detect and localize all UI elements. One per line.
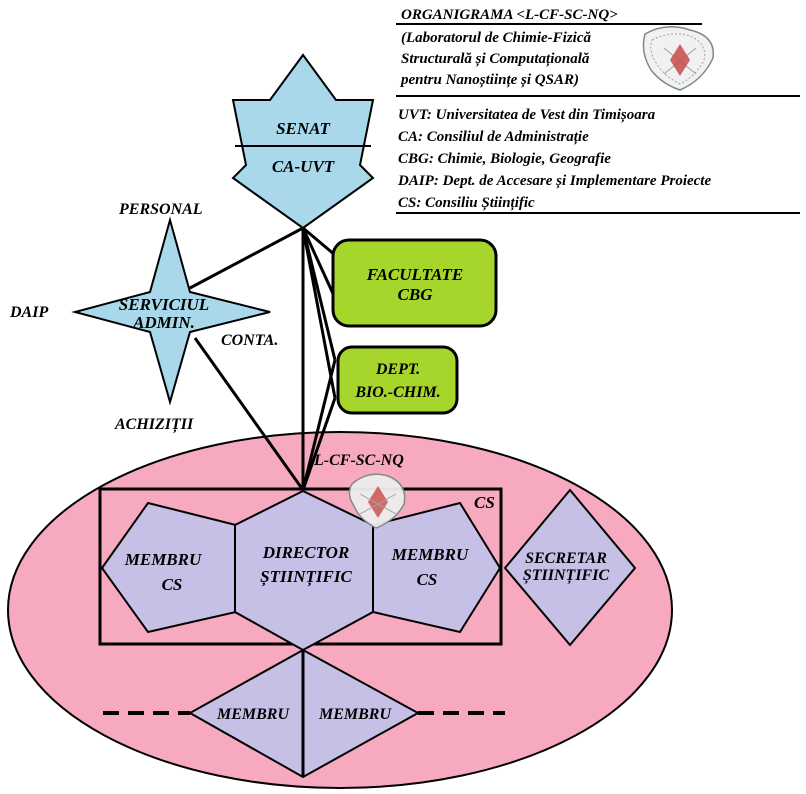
bottom-membru-row: MEMBRU MEMBRU [103, 648, 505, 779]
header-block: ORGANIGRAMA <L-CF-SC-NQ> (Laboratorul de… [396, 7, 800, 214]
header-subtitle-line-2: Structurală și Computațională [401, 51, 590, 67]
membru-left-label-line-2: CS [162, 575, 183, 594]
membru-left-label-line-1: MEMBRU [124, 550, 202, 569]
facultate-cbg-box: FACULTATE CBG [331, 238, 498, 328]
secretar-label-line-2: ȘTIINȚIFIC [523, 567, 610, 585]
ca-uvt-label: CA-UVT [272, 157, 335, 176]
header-subtitle-line-3: pentru Nanoștiințe și QSAR) [399, 72, 579, 88]
lab-emblem-icon [348, 473, 406, 529]
dept-bio-chim-box: DEPT. BIO.-CHIM. [336, 345, 459, 415]
director-label-line-2: ȘTIINȚIFIC [260, 567, 352, 587]
legend-daip: DAIP: Dept. de Accesare și Implementare … [397, 173, 711, 189]
dept-label-line-1: DEPT. [375, 361, 420, 378]
serviciul-admin-star: SERVICIUL ADMIN. [71, 216, 271, 406]
membru-bottom-right-label: MEMBRU [318, 706, 392, 723]
line-director-dept-b [301, 397, 337, 491]
secretar-stiintific-diamond: SECRETAR ȘTIINȚIFIC [503, 488, 637, 647]
header-title: ORGANIGRAMA <L-CF-SC-NQ> [401, 7, 618, 23]
membru-bottom-left-label: MEMBRU [216, 706, 290, 723]
membru-right-label-line-1: MEMBRU [391, 545, 469, 564]
facultate-label-line-1: FACULTATE [366, 265, 463, 284]
conta-label: CONTA. [221, 332, 278, 349]
header-subtitle-line-1: (Laboratorul de Chimie-Fizică [401, 30, 592, 46]
legend-ca: CA: Consiliul de Administrație [398, 129, 589, 145]
achizitii-label: ACHIZIȚII [114, 416, 194, 434]
line-senat-serviciul [189, 226, 304, 290]
director-label-line-1: DIRECTOR [262, 543, 350, 562]
serviciul-label-line-2: ADMIN. [132, 313, 195, 332]
lab-label: L-CF-SC-NQ [313, 452, 404, 469]
cs-label: CS [474, 493, 495, 512]
connector-lines [189, 226, 337, 491]
secretar-label-line-1: SECRETAR [525, 550, 607, 567]
line-senat-facultate-b [301, 227, 337, 299]
membru-cs-left: MEMBRU CS [100, 501, 237, 634]
line-director-dept-a [301, 359, 337, 491]
legend-cs: CS: Consiliu Științific [398, 195, 535, 211]
daip-label: DAIP [9, 304, 48, 321]
personal-label: PERSONAL [118, 201, 203, 218]
membru-right-label-line-2: CS [417, 570, 438, 589]
line-senat-facultate-a [302, 226, 336, 257]
dept-label-line-2: BIO.-CHIM. [354, 384, 440, 401]
line-director-serviciul [193, 337, 305, 491]
senat-ca-uvt-star: SENAT CA-UVT [231, 53, 375, 230]
legend-uvt: UVT: Universitatea de Vest din Timișoara [398, 107, 656, 123]
line-senat-dept-b [301, 227, 337, 399]
legend-cbg: CBG: Chimie, Biologie, Geografie [398, 151, 611, 167]
lab-logo-icon [642, 26, 715, 91]
facultate-label-line-2: CBG [398, 285, 434, 304]
senat-label: SENAT [276, 119, 330, 138]
serviciul-label-line-1: SERVICIUL [119, 295, 209, 314]
